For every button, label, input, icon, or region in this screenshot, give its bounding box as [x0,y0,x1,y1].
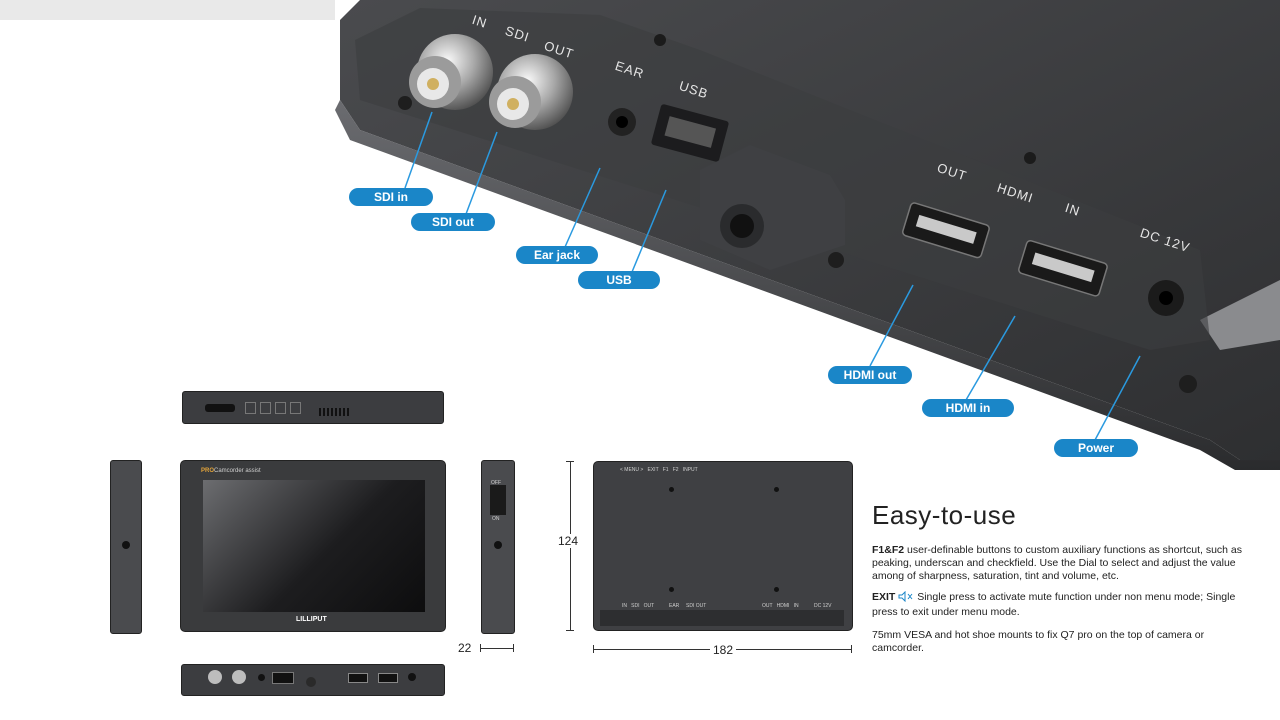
back-bottom-left: IN SDI OUT [622,603,655,609]
callout-hdmi-out: HDMI out [828,366,912,384]
feature-f1f2-text: user-definable buttons to custom auxilia… [872,544,1243,582]
hdmi-out-icon [348,673,368,683]
screw-icon [774,587,779,592]
header-strip [0,0,335,20]
dial-icon [205,404,235,412]
switch-on-label: ON [492,516,500,522]
sdi-out-icon [232,670,246,684]
dim-tick [593,645,594,653]
sdi-in-connector [409,34,493,110]
height-dimension: 124 [558,534,579,548]
mount-hole-icon [122,541,130,549]
mute-icon [898,590,914,606]
switch-off-label: OFF [491,480,501,486]
left-side-view [110,460,142,634]
hot-shoe-icon [306,677,316,687]
feature-vesa: 75mm VESA and hot shoe mounts to fix Q7 … [872,629,1205,654]
screw-icon [774,487,779,492]
screw-icon [669,487,674,492]
back-ear: EAR [669,603,680,609]
sdi-in-icon [208,670,222,684]
device-underside-photo [335,0,1280,470]
usb-icon [272,672,294,684]
callout-usb: USB [578,271,660,289]
back-port-strip [600,610,844,626]
front-view: PRO Camcorder assist LILLIPUT [180,460,446,632]
logo: LILLIPUT [296,616,327,623]
brand-pro: PRO [201,468,215,474]
back-sdi-out: SDI OUT [686,603,707,609]
depth-dimension: 22 [458,641,472,655]
width-dimension: 182 [710,643,737,657]
back-dc: DC 12V [814,603,832,609]
back-view: < MENU > EXIT F1 F2 INPUT IN SDI OUT EAR… [593,461,853,631]
dim-tick [566,461,574,462]
button-icon [245,402,256,414]
button-icon [290,402,301,414]
dc-icon [408,673,416,681]
sdi-out-connector [489,54,573,130]
dim-tick [480,644,481,652]
top-view [182,391,444,424]
feature-exit-label: EXIT [872,591,896,603]
button-icon [260,402,271,414]
back-top-labels: < MENU > EXIT F1 F2 INPUT [620,467,698,473]
power-switch [490,485,506,515]
callout-hdmi-in: HDMI in [922,399,1014,417]
feature-exit-text: Single press to activate mute function u… [872,591,1236,618]
feature-f1f2: F1&F2 user-definable buttons to custom a… [872,544,1257,583]
dim-tick [566,630,574,631]
callout-sdi-in: SDI in [349,188,433,206]
vent-icon [319,408,349,416]
bottom-view [181,664,445,696]
callout-sdi-out: SDI out [411,213,495,231]
brand-text: Camcorder assist [214,468,261,474]
feature-exit: EXIT Single press to activate mute funct… [872,590,1257,619]
mount-hole-icon [494,541,502,549]
features-title: Easy-to-use [872,500,1017,530]
callout-power: Power [1054,439,1138,457]
feature-f1f2-label: F1&F2 [872,544,905,556]
dim-tick [851,645,852,653]
back-bottom-right: OUT HDMI IN [762,603,799,609]
button-icon [275,402,286,414]
depth-dimension-line [480,648,513,649]
right-side-view: OFF ON [481,460,515,634]
callout-ear-jack: Ear jack [516,246,598,264]
ear-jack-icon [258,674,265,681]
hdmi-in-icon [378,673,398,683]
screw-icon [669,587,674,592]
screen [203,480,425,612]
dim-tick [513,644,514,652]
